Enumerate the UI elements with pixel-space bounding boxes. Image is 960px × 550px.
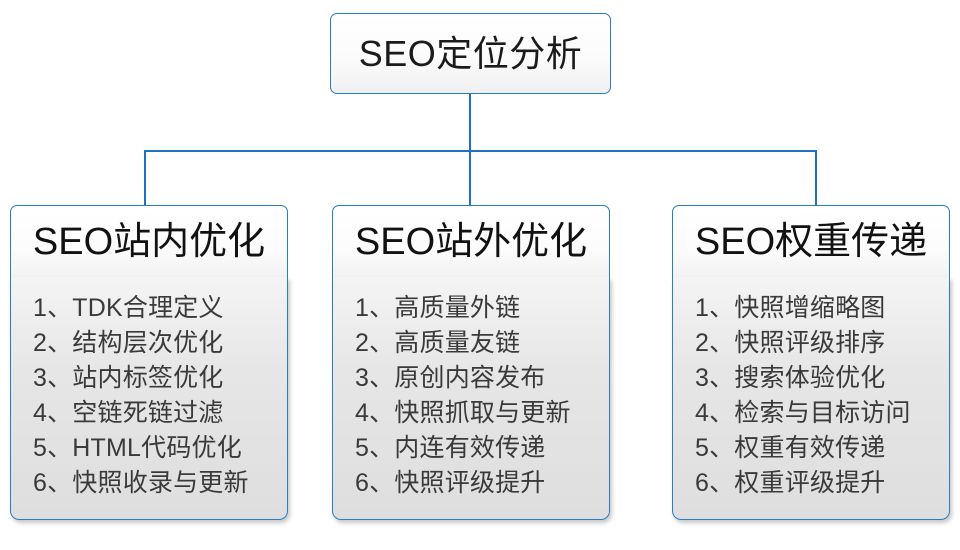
branch-1-header[interactable]: SEO站内优化: [10, 205, 288, 278]
list-item: 5、权重有效传递: [695, 434, 886, 462]
branch-3-header[interactable]: SEO权重传递: [672, 205, 950, 278]
branch-1-list: 1、TDK合理定义 2、结构层次优化 3、站内标签优化 4、空链死链过滤 5、H…: [10, 277, 288, 520]
root-node[interactable]: SEO定位分析: [330, 13, 611, 94]
branch-1-title: SEO站内优化: [32, 220, 266, 263]
connector-branch-2-drop: [469, 150, 471, 206]
connector-root-stem: [469, 94, 471, 151]
list-item: 6、权重评级提升: [695, 469, 886, 497]
branch-3-list: 1、快照增缩略图 2、快照评级排序 3、搜索体验优化 4、检索与目标访问 5、权…: [672, 277, 950, 520]
connector-branch-1-drop: [144, 150, 146, 206]
list-item: 4、快照抓取与更新: [355, 399, 571, 427]
list-item: 4、空链死链过滤: [33, 399, 224, 427]
list-item: 3、原创内容发布: [355, 364, 546, 392]
list-item: 6、快照收录与更新: [33, 469, 249, 497]
branch-column-3: SEO权重传递 1、快照增缩略图 2、快照评级排序 3、搜索体验优化 4、检索与…: [672, 205, 950, 520]
branch-3-title: SEO权重传递: [694, 220, 928, 263]
list-item: 5、内连有效传递: [355, 434, 546, 462]
list-item: 3、搜索体验优化: [695, 364, 886, 392]
list-item: 1、快照增缩略图: [695, 294, 886, 322]
connector-horizontal-bus: [144, 150, 817, 152]
branch-2-title: SEO站外优化: [354, 220, 588, 263]
branch-2-header[interactable]: SEO站外优化: [332, 205, 610, 278]
root-node-title: SEO定位分析: [358, 32, 583, 74]
list-item: 5、HTML代码优化: [33, 434, 242, 462]
list-item: 6、快照评级提升: [355, 469, 546, 497]
branch-2-list: 1、高质量外链 2、高质量友链 3、原创内容发布 4、快照抓取与更新 5、内连有…: [332, 277, 610, 520]
list-item: 1、高质量外链: [355, 294, 521, 322]
connector-branch-3-drop: [815, 150, 817, 206]
list-item: 2、结构层次优化: [33, 329, 224, 357]
branch-column-2: SEO站外优化 1、高质量外链 2、高质量友链 3、原创内容发布 4、快照抓取与…: [332, 205, 610, 520]
list-item: 4、检索与目标访问: [695, 399, 911, 427]
list-item: 3、站内标签优化: [33, 364, 224, 392]
branch-column-1: SEO站内优化 1、TDK合理定义 2、结构层次优化 3、站内标签优化 4、空链…: [10, 205, 288, 520]
list-item: 2、高质量友链: [355, 329, 521, 357]
list-item: 2、快照评级排序: [695, 329, 886, 357]
list-item: 1、TDK合理定义: [33, 294, 224, 322]
